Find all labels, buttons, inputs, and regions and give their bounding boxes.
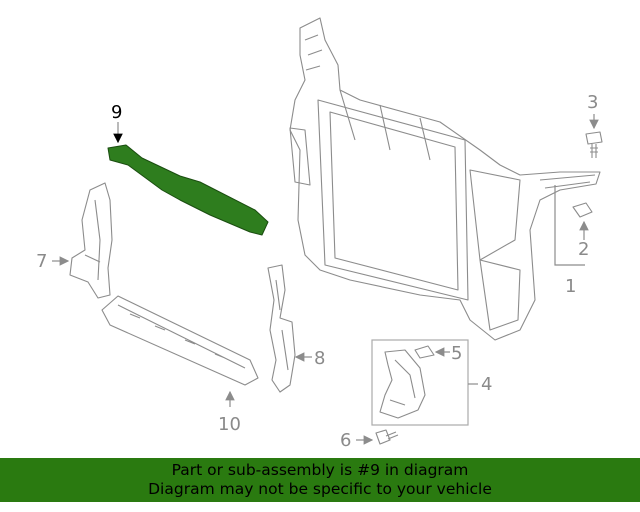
radiator-support-frame	[289, 17, 601, 341]
parts-diagram: 1 2 3 4 5 6 7 8 10	[36, 17, 603, 451]
callout-6: 6	[340, 430, 351, 451]
lower-deflector-part-10	[101, 295, 259, 386]
callout-7: 7	[36, 251, 47, 272]
info-banner: Part or sub-assembly is #9 in diagram Di…	[0, 458, 640, 502]
deflector-part-4	[379, 349, 426, 419]
clip-part-2	[572, 202, 593, 218]
callout-1: 1	[565, 276, 576, 297]
banner-line-1: Part or sub-assembly is #9 in diagram	[171, 461, 469, 479]
callout-8: 8	[314, 348, 325, 369]
callout-5: 5	[451, 343, 462, 364]
callout-10: 10	[218, 414, 241, 435]
bracket-part-8	[267, 264, 296, 393]
callout-2: 2	[578, 239, 589, 260]
callout-9: 9	[111, 102, 122, 123]
air-guide-part-7	[69, 182, 113, 299]
screw-part-6	[375, 429, 399, 445]
banner-line-2: Diagram may not be specific to your vehi…	[148, 480, 492, 498]
clip-part-5	[414, 345, 435, 359]
callout-3: 3	[587, 92, 598, 113]
highlighted-air-guide-part-9	[107, 144, 269, 236]
callout-4: 4	[481, 374, 492, 395]
bolt-part-3	[585, 131, 603, 158]
part-4-group-box	[371, 339, 469, 426]
